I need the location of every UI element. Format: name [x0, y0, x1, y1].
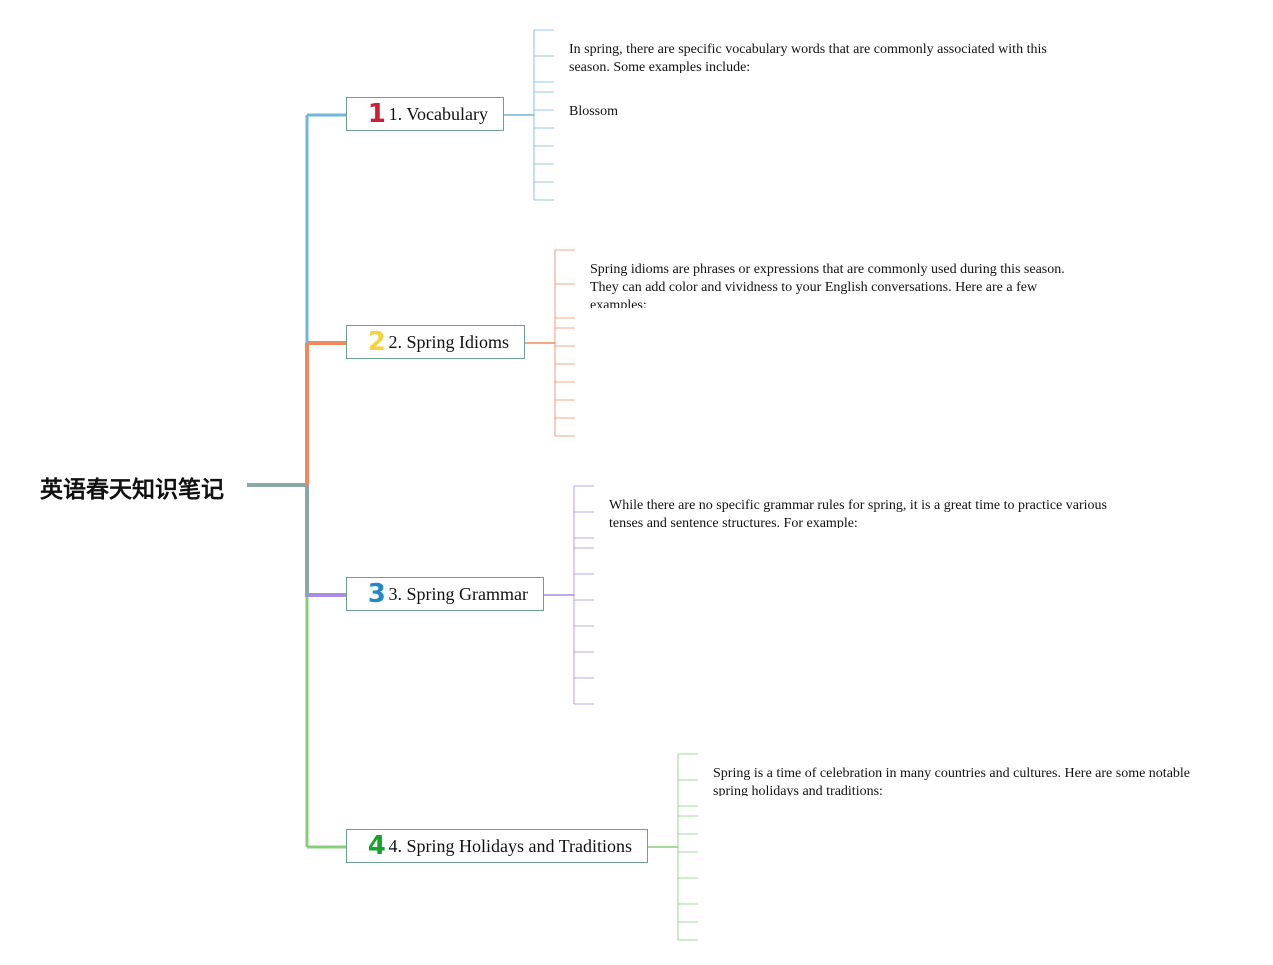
grammar-note[interactable]: While there are no specific grammar rule…	[609, 498, 1107, 528]
branch-label: 4. Spring Holidays and Traditions	[388, 835, 632, 856]
number-2-icon: 2	[367, 327, 386, 357]
idioms-note[interactable]: Spring idioms are phrases or expressions…	[590, 262, 1065, 308]
vocabulary-leaf-blossom[interactable]: Blossom	[569, 104, 619, 119]
branch-spring-holidays[interactable]: 4 4. Spring Holidays and Traditions	[346, 829, 648, 863]
branch-label: 2. Spring Idioms	[388, 331, 509, 352]
branch-spring-idioms[interactable]: 2 2. Spring Idioms	[346, 325, 525, 359]
branch-label: 1. Vocabulary	[388, 103, 488, 124]
root-topic[interactable]: 英语春天知识笔记	[40, 477, 224, 503]
branch-spring-grammar[interactable]: 3 3. Spring Grammar	[346, 577, 544, 611]
vocabulary-note[interactable]: In spring, there are specific vocabulary…	[569, 42, 1047, 73]
number-4-icon: 4	[367, 831, 386, 861]
number-3-icon: 3	[367, 579, 386, 609]
number-1-icon: 1	[367, 99, 386, 129]
branch-label: 3. Spring Grammar	[388, 583, 528, 604]
branch-vocabulary[interactable]: 1 1. Vocabulary	[346, 97, 504, 131]
holidays-note[interactable]: Spring is a time of celebration in many …	[713, 766, 1191, 796]
